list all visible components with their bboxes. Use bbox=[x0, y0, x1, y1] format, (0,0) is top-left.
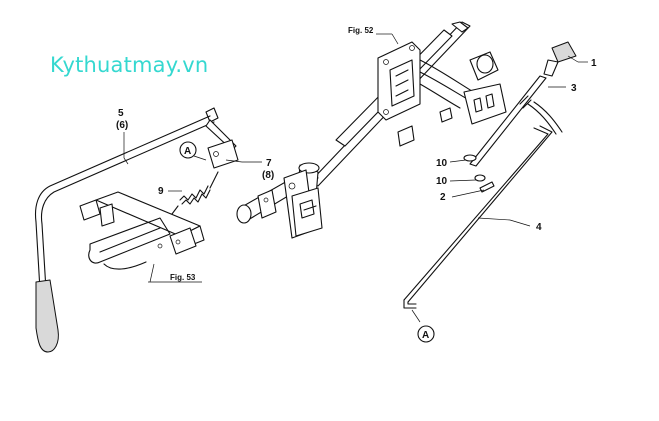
circle-a-bottom-text: A bbox=[422, 330, 429, 341]
watermark: Kythuatmay.vn bbox=[50, 53, 209, 77]
part-9-spring bbox=[171, 171, 219, 215]
callout-9: 9 bbox=[158, 186, 164, 197]
fig-52-label: Fig. 52 bbox=[348, 26, 374, 35]
part-5-handle-lever bbox=[34, 107, 239, 353]
callout-3: 3 bbox=[571, 83, 577, 94]
callout-10-upper: 10 bbox=[436, 158, 448, 169]
fig-53-label: Fig. 53 bbox=[170, 273, 196, 282]
callout-6: (6) bbox=[116, 120, 128, 131]
circle-a-left-text: A bbox=[184, 146, 191, 157]
callout-8: (8) bbox=[262, 170, 274, 181]
callout-7: 7 bbox=[266, 158, 272, 169]
part-3-rod bbox=[469, 75, 563, 167]
leader-lines bbox=[123, 33, 588, 323]
reference-circles bbox=[179, 141, 435, 343]
callout-2: 2 bbox=[440, 192, 446, 203]
callout-1: 1 bbox=[591, 58, 597, 69]
circle-a-bottom bbox=[417, 325, 435, 343]
part-10-washers bbox=[463, 154, 486, 182]
callout-5: 5 bbox=[118, 108, 124, 119]
main-column bbox=[236, 21, 507, 239]
left-pedal-assembly bbox=[79, 191, 205, 270]
circle-a-left bbox=[179, 141, 197, 159]
callout-10-lower: 10 bbox=[436, 176, 448, 187]
labels: Fig. 52 Fig. 53 1 3 4 2 10 10 5 (6) 7 (8… bbox=[116, 26, 597, 341]
part-1-knob bbox=[543, 41, 577, 77]
callout-4: 4 bbox=[536, 222, 542, 233]
part-4-long-rod bbox=[403, 125, 553, 309]
